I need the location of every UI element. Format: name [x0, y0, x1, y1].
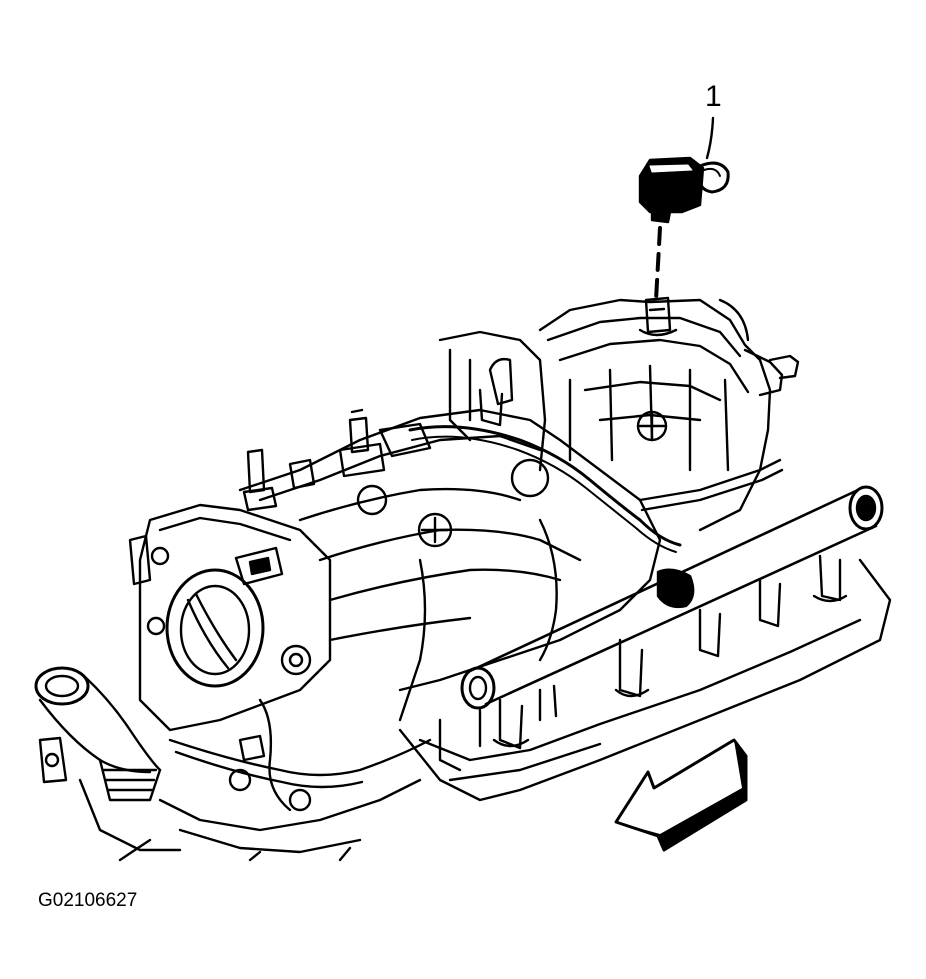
lower-hoses: [118, 698, 432, 862]
direction-arrow-icon: [614, 738, 748, 852]
sensor-icon: [638, 156, 730, 224]
intake-manifold: [238, 298, 800, 722]
install-direction-line: [654, 226, 662, 302]
throttle-body: [128, 503, 332, 732]
engine-block: [398, 558, 892, 802]
fuel-rail: [460, 485, 884, 710]
figure-id: G02106627: [38, 890, 137, 911]
coolant-outlet: [34, 666, 182, 852]
sensor-mount-boss: [638, 296, 678, 337]
plenum-connectors: [242, 408, 432, 512]
callout-leader: [705, 116, 715, 160]
callout-1-label: 1: [705, 80, 722, 113]
fuel-injectors: [492, 554, 848, 750]
